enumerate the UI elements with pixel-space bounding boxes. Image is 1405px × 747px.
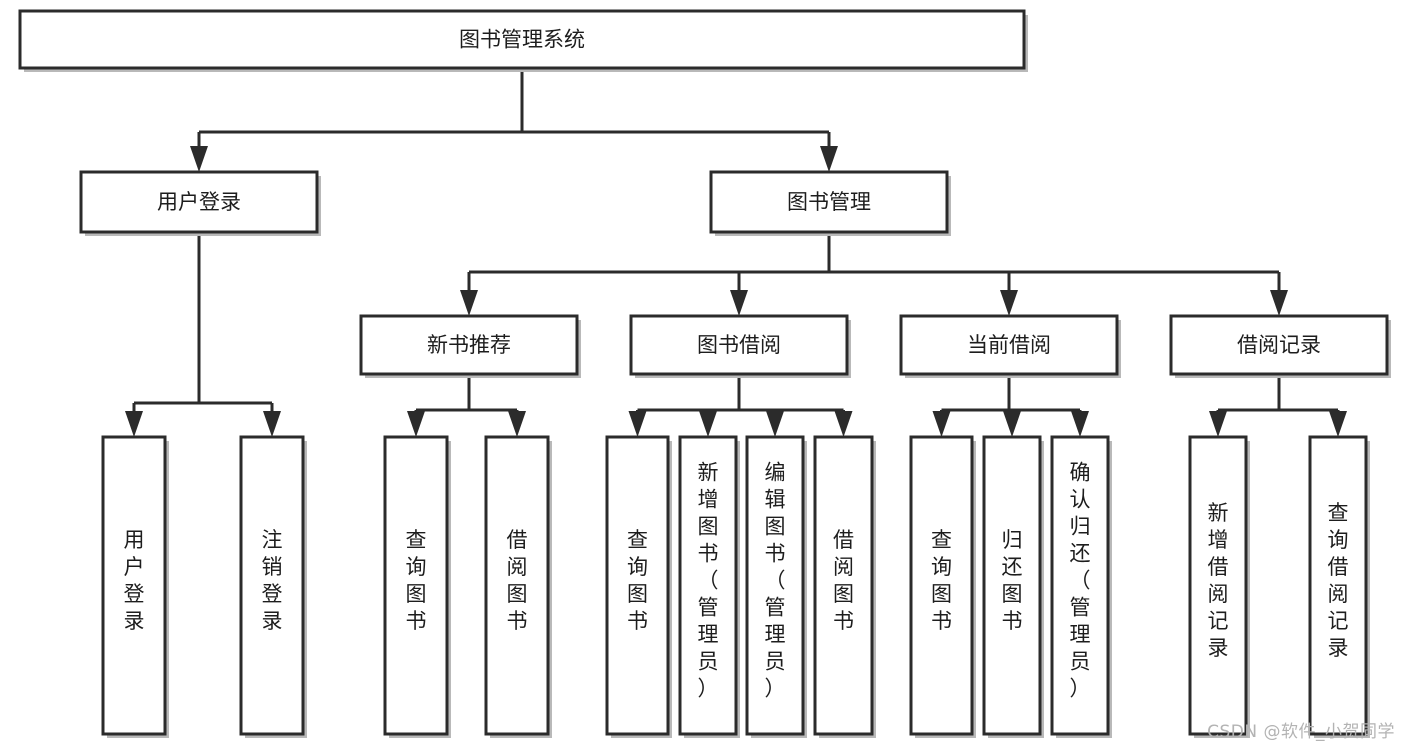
node-leaf-8-查询图书[interactable]: 查询图书 xyxy=(909,435,976,738)
arrow-head xyxy=(834,411,853,437)
arrow-head xyxy=(407,411,425,437)
node-rect[interactable] xyxy=(79,170,319,234)
node-rect[interactable] xyxy=(813,435,874,736)
arrow-head xyxy=(820,146,838,172)
node-l2-用户登录[interactable]: 用户登录 xyxy=(79,170,321,236)
node-rect[interactable] xyxy=(1169,314,1389,376)
node-label: 归还图书 xyxy=(1002,528,1023,633)
node-label: 新书推荐 xyxy=(427,333,511,357)
node-leaf-11-新增借阅记录[interactable]: 新增借阅记录 xyxy=(1188,435,1250,738)
node-label: 图书管理系统 xyxy=(459,28,585,52)
node-leaf-1-注销登录[interactable]: 注销登录 xyxy=(239,435,307,738)
node-leaf-7-借阅图书[interactable]: 借阅图书 xyxy=(813,435,876,738)
node-label: 确认归还（管理员） xyxy=(1070,461,1091,701)
node-l3-图书借阅[interactable]: 图书借阅 xyxy=(629,314,851,378)
node-rect[interactable] xyxy=(1188,435,1248,736)
connector-layer xyxy=(125,68,1347,437)
node-leaf-5-新增图书（管理员）[interactable]: 新增图书（管理员） xyxy=(678,435,740,738)
node-rect[interactable] xyxy=(1308,435,1368,736)
node-l3-新书推荐[interactable]: 新书推荐 xyxy=(359,314,581,378)
node-label: 查询图书 xyxy=(627,528,648,633)
node-rect[interactable] xyxy=(709,170,949,234)
node-leaf-0-用户登录[interactable]: 用户登录 xyxy=(101,435,169,738)
node-label: 借阅图书 xyxy=(833,528,854,633)
node-label: 注销登录 xyxy=(262,528,283,633)
node-rect[interactable] xyxy=(629,314,849,376)
node-rect[interactable] xyxy=(982,435,1042,736)
node-l2-图书管理[interactable]: 图书管理 xyxy=(709,170,951,236)
arrow-head xyxy=(125,411,143,437)
node-label: 图书借阅 xyxy=(697,333,781,357)
arrow-head xyxy=(263,411,281,437)
node-rect[interactable] xyxy=(101,435,167,736)
arrow-head xyxy=(730,290,748,316)
node-rect[interactable] xyxy=(909,435,974,736)
node-label: 新增借阅记录 xyxy=(1208,501,1229,660)
node-rect[interactable] xyxy=(745,435,805,736)
node-label: 查询图书 xyxy=(406,528,427,633)
node-l3-当前借阅[interactable]: 当前借阅 xyxy=(899,314,1121,378)
node-label: 新增图书（管理员） xyxy=(698,461,719,701)
node-rect[interactable] xyxy=(359,314,579,376)
node-leaf-2-查询图书[interactable]: 查询图书 xyxy=(383,435,451,738)
arrow-head xyxy=(1329,411,1347,437)
arrow-head xyxy=(1000,290,1018,316)
node-layer: 图书管理系统用户登录图书管理新书推荐图书借阅当前借阅借阅记录用户登录注销登录查询… xyxy=(18,9,1391,738)
arrow-head xyxy=(628,411,647,437)
node-leaf-9-归还图书[interactable]: 归还图书 xyxy=(982,435,1044,738)
node-label: 当前借阅 xyxy=(967,333,1051,357)
node-leaf-6-编辑图书（管理员）[interactable]: 编辑图书（管理员） xyxy=(745,435,807,738)
arrow-head xyxy=(1003,411,1021,437)
node-leaf-3-借阅图书[interactable]: 借阅图书 xyxy=(484,435,552,738)
node-label: 用户登录 xyxy=(157,190,241,214)
arrow-head xyxy=(460,290,478,316)
node-leaf-10-确认归还（管理员）[interactable]: 确认归还（管理员） xyxy=(1050,435,1112,738)
node-rect[interactable] xyxy=(678,435,738,736)
node-rect[interactable] xyxy=(383,435,449,736)
node-rect[interactable] xyxy=(239,435,305,736)
node-label: 图书管理 xyxy=(787,190,871,214)
node-label: 查询借阅记录 xyxy=(1328,501,1349,660)
arrow-head xyxy=(1071,411,1089,437)
node-rect[interactable] xyxy=(899,314,1119,376)
arrow-head xyxy=(699,411,717,437)
arrow-head xyxy=(190,146,208,172)
node-label: 借阅记录 xyxy=(1237,333,1321,357)
node-label: 用户登录 xyxy=(124,528,145,633)
node-leaf-4-查询图书[interactable]: 查询图书 xyxy=(605,435,672,738)
arrow-head xyxy=(508,411,526,437)
node-rect[interactable] xyxy=(605,435,670,736)
node-label: 查询图书 xyxy=(931,528,952,633)
node-rect[interactable] xyxy=(18,9,1026,70)
node-label: 编辑图书（管理员） xyxy=(765,461,786,701)
arrow-head xyxy=(766,411,784,437)
arrow-head xyxy=(1270,290,1288,316)
node-l3-借阅记录[interactable]: 借阅记录 xyxy=(1169,314,1391,378)
arrow-head xyxy=(932,411,951,437)
node-label: 借阅图书 xyxy=(507,528,528,633)
node-rect[interactable] xyxy=(484,435,550,736)
node-rect[interactable] xyxy=(1050,435,1110,736)
node-root-图书管理系统[interactable]: 图书管理系统 xyxy=(18,9,1028,72)
node-leaf-12-查询借阅记录[interactable]: 查询借阅记录 xyxy=(1308,435,1370,738)
arrow-head xyxy=(1209,411,1227,437)
